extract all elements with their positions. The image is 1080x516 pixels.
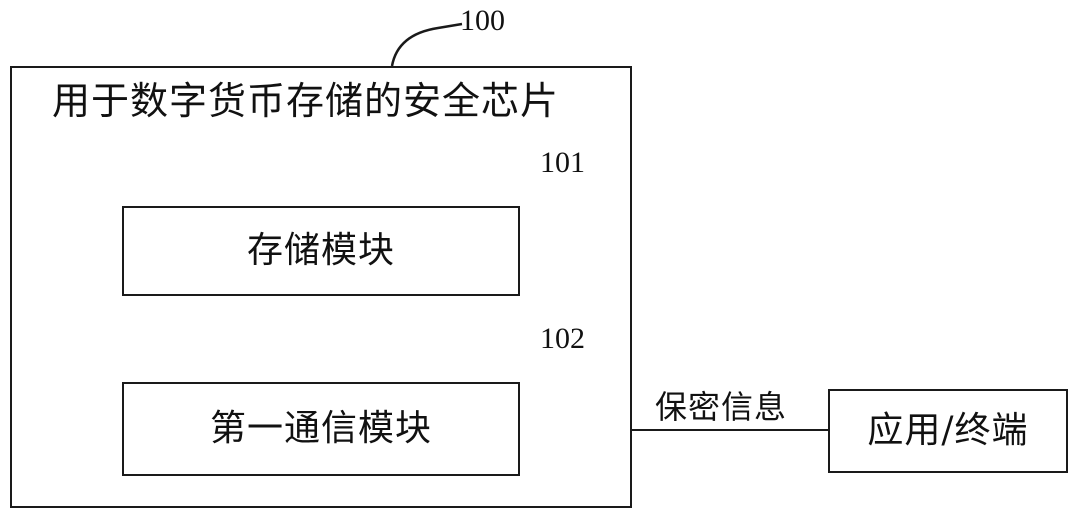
ref-label-101: 101: [540, 146, 585, 179]
app-terminal-block: 应用/终端: [828, 389, 1068, 473]
link-label: 保密信息: [655, 388, 788, 426]
leader-line-100: [390, 22, 463, 67]
first-comm-module-label: 第一通信模块: [209, 408, 432, 449]
storage-module-label: 存储模块: [246, 230, 395, 271]
app-terminal-label: 应用/终端: [867, 410, 1029, 451]
first-comm-module-block: 第一通信模块: [122, 382, 520, 476]
ref-label-100: 100: [460, 4, 505, 37]
secure-chip-title: 用于数字货币存储的安全芯片: [52, 79, 560, 123]
ref-label-102: 102: [540, 322, 585, 355]
storage-module-block: 存储模块: [122, 206, 520, 296]
